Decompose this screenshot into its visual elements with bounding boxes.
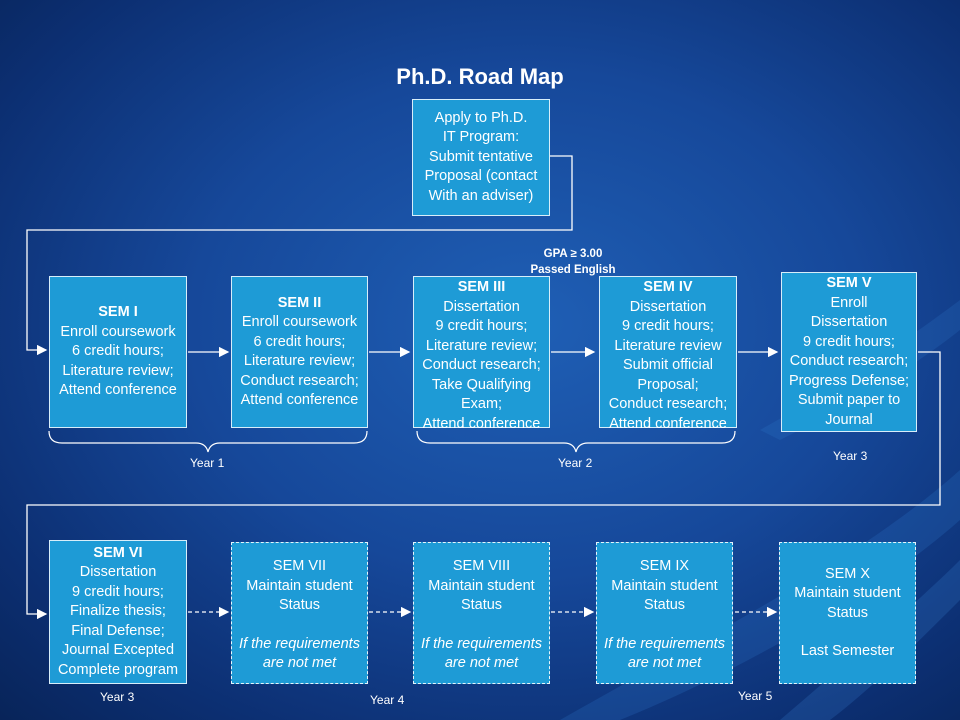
sem-10-line: Status <box>826 604 869 621</box>
connector-apply-to-sem1 <box>26 155 573 356</box>
brace-year-2 <box>416 430 736 453</box>
year-4-label: Year 4 <box>370 693 405 707</box>
sem-7-condition: are not met <box>262 655 337 671</box>
sem-1-line: 6 credit hours; <box>72 343 164 360</box>
apply-line: With an adviser) <box>428 187 534 204</box>
sem-10-line: Maintain student <box>794 585 901 601</box>
sem-10-box: SEM X Maintain student Status Last Semes… <box>779 542 916 684</box>
sem-4-line: Conduct research; <box>608 396 728 412</box>
sem-2-line: Literature review; <box>243 353 356 369</box>
sem-2-box: SEM II Enroll coursework 6 credit hours;… <box>231 276 368 428</box>
sem-4-line: 9 credit hours; <box>622 318 714 334</box>
sem-1-line: Enroll coursework <box>60 323 176 340</box>
sem-3-line: Take Qualifying <box>431 376 532 393</box>
sem-2-line: Conduct research; <box>240 372 359 389</box>
gpa-requirement: GPA ≥ 3.00 <box>543 248 603 260</box>
sem-8-condition: are not met <box>444 655 519 671</box>
sem-4-line: Submit official <box>623 357 713 373</box>
sem-4-line: Literature review <box>614 337 722 354</box>
connector-sem5-to-sem6 <box>26 351 941 620</box>
sem-3-box: SEM III Dissertation 9 credit hours; Lit… <box>413 276 550 432</box>
sem-3-line: 9 credit hours; <box>435 318 528 334</box>
sem-2-line: Attend conference <box>240 392 359 408</box>
sem-8-heading: SEM VIII <box>452 558 511 574</box>
sem-9-line: Maintain student <box>611 577 718 594</box>
sem-8-condition: If the requirements <box>421 635 542 652</box>
sem-4-line: Dissertation <box>629 298 707 315</box>
sem-8-line: Status <box>460 597 503 613</box>
sem-1-line: Attend conference <box>59 382 177 399</box>
sem-6-line: Final Defense; <box>71 622 165 639</box>
sem-7-condition: If the requirements <box>239 635 360 652</box>
sem-9-box: SEM IX Maintain student Status If the re… <box>596 542 733 684</box>
sem-8-line: Maintain student <box>428 577 535 594</box>
year-5-label: Year 5 <box>738 689 773 703</box>
sem-1-heading: SEM I <box>98 304 138 321</box>
sem-9-condition: are not met <box>627 655 702 671</box>
sem-6-line: Journal Excepted <box>61 642 175 659</box>
english-requirement: Passed English <box>530 264 616 276</box>
sem-4-box: SEM IV Dissertation 9 credit hours; Lite… <box>599 276 737 432</box>
sem-4-line: Proposal; <box>637 376 699 393</box>
year-1-label: Year 1 <box>190 456 225 470</box>
sem-3-heading: SEM III <box>457 279 506 295</box>
sem-8-box: SEM VIII Maintain student Status If the … <box>413 542 550 684</box>
sem-5-line: 9 credit hours; <box>803 333 895 350</box>
apply-box: Apply to Ph.D. IT Program: Submit tentat… <box>412 99 550 216</box>
sem-5-heading: SEM V <box>826 275 872 291</box>
sem-4-line: Attend conference <box>609 415 727 432</box>
sem-3-line: Conduct research; <box>422 357 541 373</box>
sem-9-heading: SEM IX <box>639 558 690 574</box>
sem-7-box: SEM VII Maintain student Status If the r… <box>231 542 368 684</box>
sem-7-line: Status <box>278 597 321 613</box>
sem-4-heading: SEM IV <box>643 279 693 295</box>
brace-year-1 <box>48 430 368 453</box>
sem-5-line: Submit paper to <box>797 392 901 408</box>
sem-7-line: Maintain student <box>246 577 353 594</box>
sem-10-last-semester: Last Semester <box>800 643 895 659</box>
year-3-label: Year 3 <box>833 449 868 463</box>
sem-3-line: Attend conference <box>422 415 541 432</box>
sem-5-line: Journal <box>825 411 873 428</box>
year-2-label: Year 2 <box>558 456 593 470</box>
apply-line: Proposal (contact <box>424 168 538 185</box>
sem-5-box: SEM V Enroll Dissertation 9 credit hours… <box>781 272 917 432</box>
sem-9-condition: If the requirements <box>604 635 725 652</box>
sem-10-heading: SEM X <box>824 565 871 582</box>
sem-2-line: Enroll coursework <box>241 314 358 330</box>
sem-5-line: Conduct research; <box>789 353 909 369</box>
sem-6-line: 9 credit hours; <box>72 583 164 600</box>
sem-6-box: SEM VI Dissertation 9 credit hours; Fina… <box>49 540 187 684</box>
sem-7-heading: SEM VII <box>272 558 327 574</box>
sem-5-line: Progress Defense; <box>788 372 910 389</box>
year-3-row2-label: Year 3 <box>100 690 135 704</box>
apply-line: Submit tentative <box>429 148 533 165</box>
sem-5-line: Enroll <box>830 294 868 311</box>
sem-3-line: Dissertation <box>443 298 520 315</box>
sem-2-line: 6 credit hours; <box>253 333 346 350</box>
apply-line: Apply to Ph.D. <box>434 109 528 126</box>
sem-6-line: Finalize thesis; <box>70 603 166 620</box>
page-title: Ph.D. Road Map <box>396 64 564 89</box>
sem-2-heading: SEM II <box>277 294 322 311</box>
sem-3-line: Literature review; <box>425 337 538 354</box>
sem-5-line: Dissertation <box>810 314 888 330</box>
apply-line: IT Program: <box>442 129 520 146</box>
gpa-condition: GPA ≥ 3.00 Passed English <box>493 246 653 278</box>
sem-6-line: Complete program <box>57 661 179 678</box>
sem-3-line: Exam; <box>460 396 503 412</box>
sem-6-line: Dissertation <box>79 564 157 581</box>
sem-9-line: Status <box>643 597 686 613</box>
sem-1-box: SEM I Enroll coursework 6 credit hours; … <box>49 276 187 428</box>
sem-6-heading: SEM VI <box>93 544 143 561</box>
sem-1-line: Literature review; <box>62 362 174 379</box>
